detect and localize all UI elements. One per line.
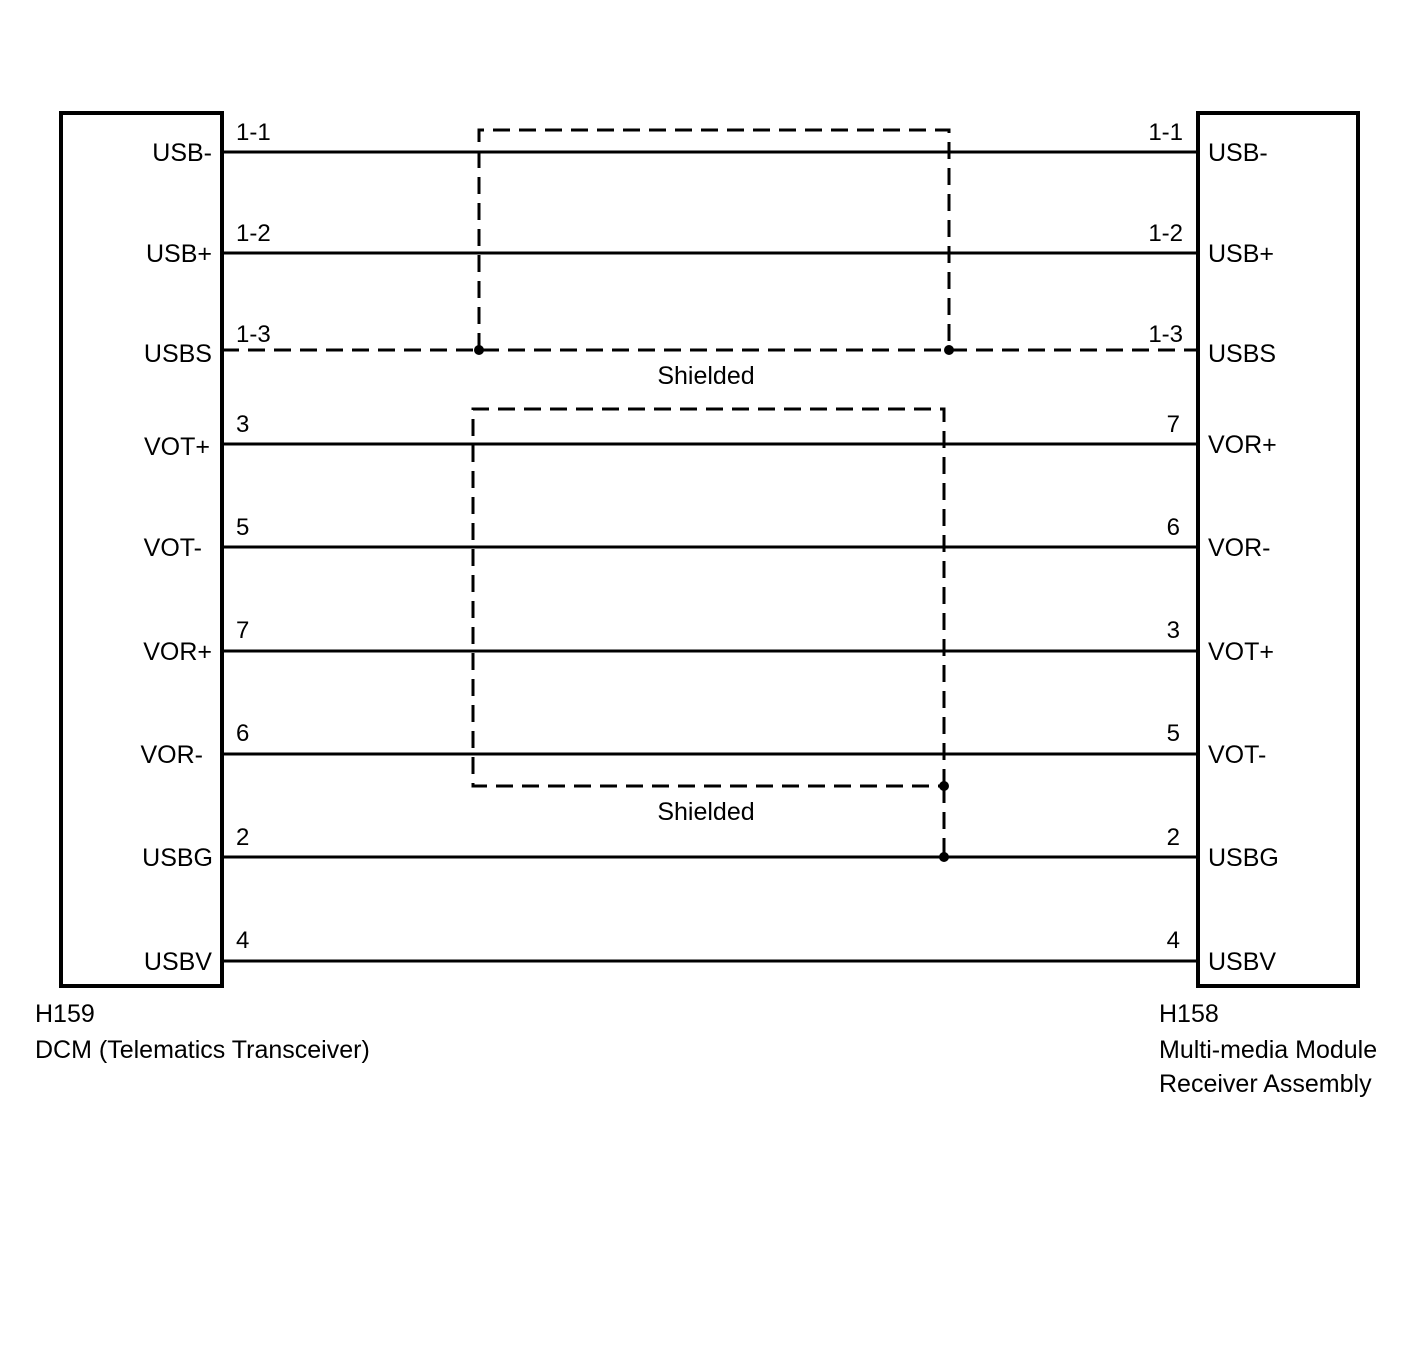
right-pin-number: 2: [1167, 824, 1180, 851]
left-pin-number: 1-1: [236, 119, 271, 146]
right-signal-label: VOT-: [1208, 741, 1266, 769]
left-pin-number: 2: [236, 824, 249, 851]
right-connector-name-line2: Receiver Assembly: [1159, 1070, 1372, 1098]
left-signal-label: VOR-: [141, 741, 204, 769]
left-pin-number: 6: [236, 720, 249, 747]
right-signal-label: VOR+: [1208, 431, 1277, 459]
upper-shield-junction-right: [944, 345, 954, 355]
usbg-shield-junction: [939, 852, 949, 862]
lower-shield-junction: [939, 781, 949, 791]
right-signal-label: VOR-: [1208, 534, 1271, 562]
left-signal-label: VOR+: [143, 638, 212, 666]
left-signal-label: USBG: [142, 844, 213, 872]
right-connector-name-line1: Multi-media Module: [1159, 1036, 1377, 1064]
right-connector-box: [1196, 111, 1360, 988]
left-pin-number: 5: [236, 514, 249, 541]
right-signal-label: USBV: [1208, 948, 1276, 976]
right-pin-number: 4: [1167, 927, 1180, 954]
left-signal-label: USB+: [146, 240, 212, 268]
left-signal-label: VOT+: [144, 433, 210, 461]
upper-shield-outline: [477, 128, 951, 350]
right-pin-number: 5: [1167, 720, 1180, 747]
left-connector-id: H159: [35, 1000, 95, 1028]
right-signal-label: USBS: [1208, 340, 1276, 368]
right-pin-number: 1-3: [1148, 321, 1183, 348]
left-pin-number: 7: [236, 617, 249, 644]
left-signal-label: USBV: [144, 948, 212, 976]
left-pin-number: 1-3: [236, 321, 271, 348]
upper-shield-label: Shielded: [657, 362, 754, 390]
left-connector-name: DCM (Telematics Transceiver): [35, 1036, 370, 1064]
right-signal-label: USB-: [1208, 139, 1268, 167]
right-pin-number: 3: [1167, 617, 1180, 644]
right-signal-label: VOT+: [1208, 638, 1274, 666]
right-signal-label: USBG: [1208, 844, 1279, 872]
upper-shield-junction-left: [474, 345, 484, 355]
left-pin-number: 3: [236, 411, 249, 438]
right-pin-number: 1-2: [1148, 220, 1183, 247]
left-signal-label: USBS: [144, 340, 212, 368]
right-connector-id: H158: [1159, 1000, 1219, 1028]
right-pin-number: 1-1: [1148, 119, 1183, 146]
lower-shield-label: Shielded: [657, 798, 754, 826]
left-pin-number: 1-2: [236, 220, 271, 247]
left-connector-box: [59, 111, 224, 988]
left-pin-number: 4: [236, 927, 249, 954]
right-signal-label: USB+: [1208, 240, 1274, 268]
left-signal-label: USB-: [152, 139, 212, 167]
left-signal-label: VOT-: [144, 534, 202, 562]
right-pin-number: 7: [1167, 411, 1180, 438]
right-pin-number: 6: [1167, 514, 1180, 541]
lower-shield-outline: [471, 407, 946, 788]
